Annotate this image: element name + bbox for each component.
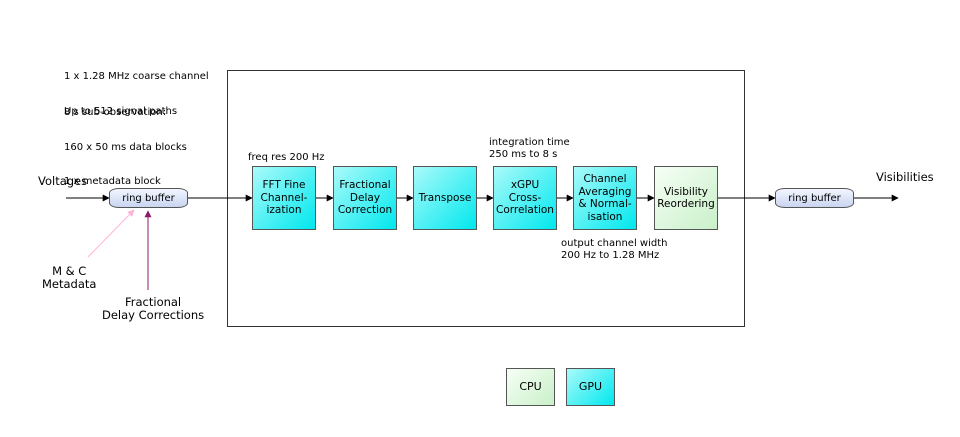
output-ring-buffer: ring buffer [775,188,854,208]
subobservation-note: 8 s sub-observation: 160 x 50 ms data bl… [64,84,187,199]
channel-note: 1 x 1.28 MHz coarse channel Up to 512 si… [64,48,209,129]
fft-fine-channelization-block: FFT Fine Channel- ization [252,166,316,230]
arrow-mc-metadata [87,209,135,258]
channel-note-line: Up to 512 signal paths [64,105,178,117]
legend-gpu: GPU [566,368,615,406]
mc-metadata-label: M & C Metadata [42,264,97,291]
subobservation-note-line: 1 x metadata block [64,176,161,187]
fractional-delay-correction-block: Fractional Delay Correction [333,166,397,230]
subobservation-note-line: 8 s sub-observation: [64,107,167,118]
input-ring-buffer: ring buffer [109,188,188,208]
voltages-label: Voltages [38,174,88,188]
output-channel-width-annotation: output channel width 200 Hz to 1.28 MHz [561,238,668,261]
channel-note-line: 1 x 1.28 MHz coarse channel [64,71,209,82]
channel-averaging-block: Channel Averaging & Normal- isation [573,166,637,230]
xgpu-cross-correlation-block: xGPU Cross- Correlation [493,166,557,230]
visibility-reordering-block: Visibility Reordering [654,166,718,230]
subobservation-note-line: 160 x 50 ms data blocks [64,141,187,153]
legend-cpu: CPU [506,368,555,406]
transpose-block: Transpose [413,166,477,230]
integration-time-annotation: integration time 250 ms to 8 s [489,137,570,160]
freq-res-annotation: freq res 200 Hz [248,152,325,163]
fractional-delay-corrections-label: Fractional Delay Corrections [102,295,205,322]
visibilities-label: Visibilities [876,170,934,184]
